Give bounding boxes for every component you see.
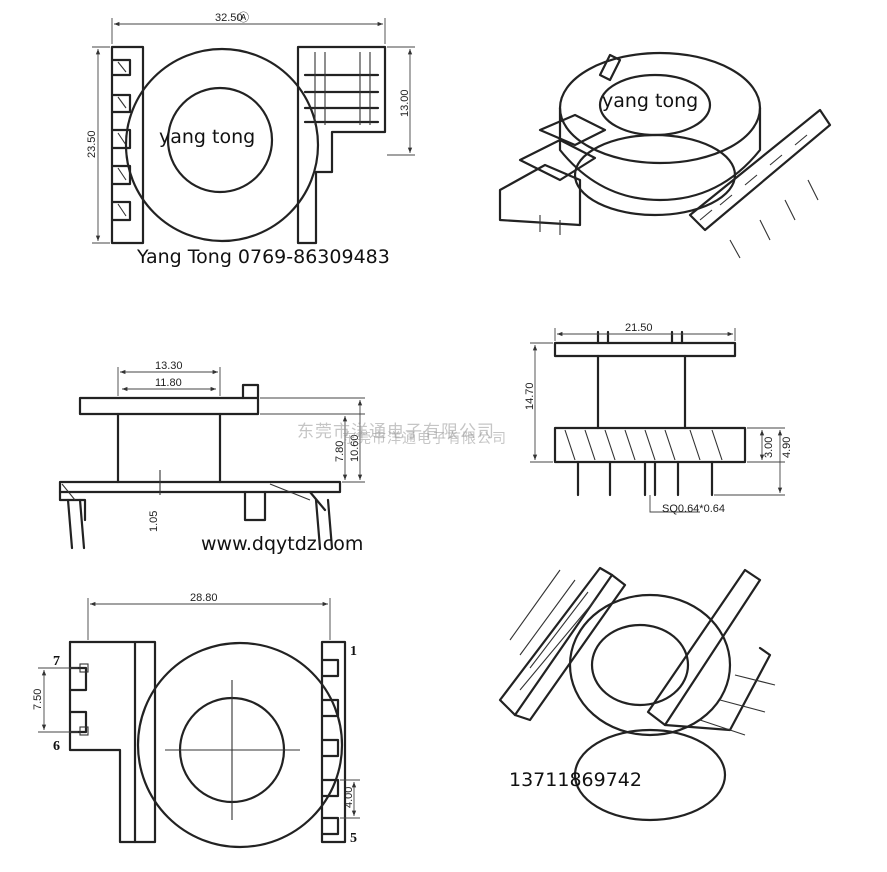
dim-top-right-height: 13.00 — [399, 89, 411, 117]
phone-label: 13711869742 — [509, 769, 642, 791]
dim-pin-size: SQ0.64*0.64 — [662, 503, 725, 515]
dim-side-height-outer: 10.60 — [349, 434, 361, 462]
dim-front-width: 21.50 — [625, 322, 653, 334]
top-view: 32.50 Ⓐ 23.50 13.00 — [86, 11, 415, 245]
dim-bottom-width: 28.80 — [190, 592, 218, 604]
dim-side-height-inner: 7.80 — [334, 441, 346, 462]
brand-label-top-right: yang tong — [602, 90, 699, 112]
contact-line: Yang Tong 0769-86309483 — [137, 246, 390, 268]
website-label: www.dqytdz.com — [201, 533, 364, 555]
dim-side-flange: 1.05 — [148, 511, 160, 532]
dim-side-outer-width: 13.30 — [155, 360, 183, 372]
pin-5-label: 5 — [350, 831, 357, 846]
isometric-view-bottom — [498, 566, 776, 822]
front-view: 21.50 14.70 3.00 4.90 SQ0.64*0.64 — [524, 322, 793, 515]
pin-7-label: 7 — [53, 654, 60, 669]
brand-label-top-left: yang tong — [159, 126, 256, 148]
pin-6-label: 6 — [53, 739, 60, 754]
dim-front-height: 14.70 — [524, 382, 536, 410]
dim-front-pin-len1: 3.00 — [763, 437, 775, 458]
pin-1-label: 1 — [350, 644, 357, 659]
dim-top-width: 32.50 — [215, 12, 243, 24]
svg-text:Ⓐ: Ⓐ — [238, 11, 249, 24]
dim-top-height: 23.50 — [86, 130, 98, 158]
company-watermark-2: 东莞市洋通电子有限公司 — [342, 431, 507, 447]
dim-front-pin-len2: 4.90 — [781, 437, 793, 458]
side-view: 13.30 11.80 7.80 10.60 1.05 — [58, 360, 365, 550]
isometric-view-top — [498, 51, 832, 259]
dim-side-inner-width: 11.80 — [155, 377, 182, 389]
dim-bottom-pin-pitch: 7.50 — [32, 689, 44, 710]
dim-bottom-right-pitch: 4.00 — [343, 787, 355, 808]
bottom-view: 28.80 7.50 4.00 7 6 1 5 — [32, 592, 360, 849]
company-watermark-1: 东莞市洋通电子有限公司 — [297, 422, 495, 442]
